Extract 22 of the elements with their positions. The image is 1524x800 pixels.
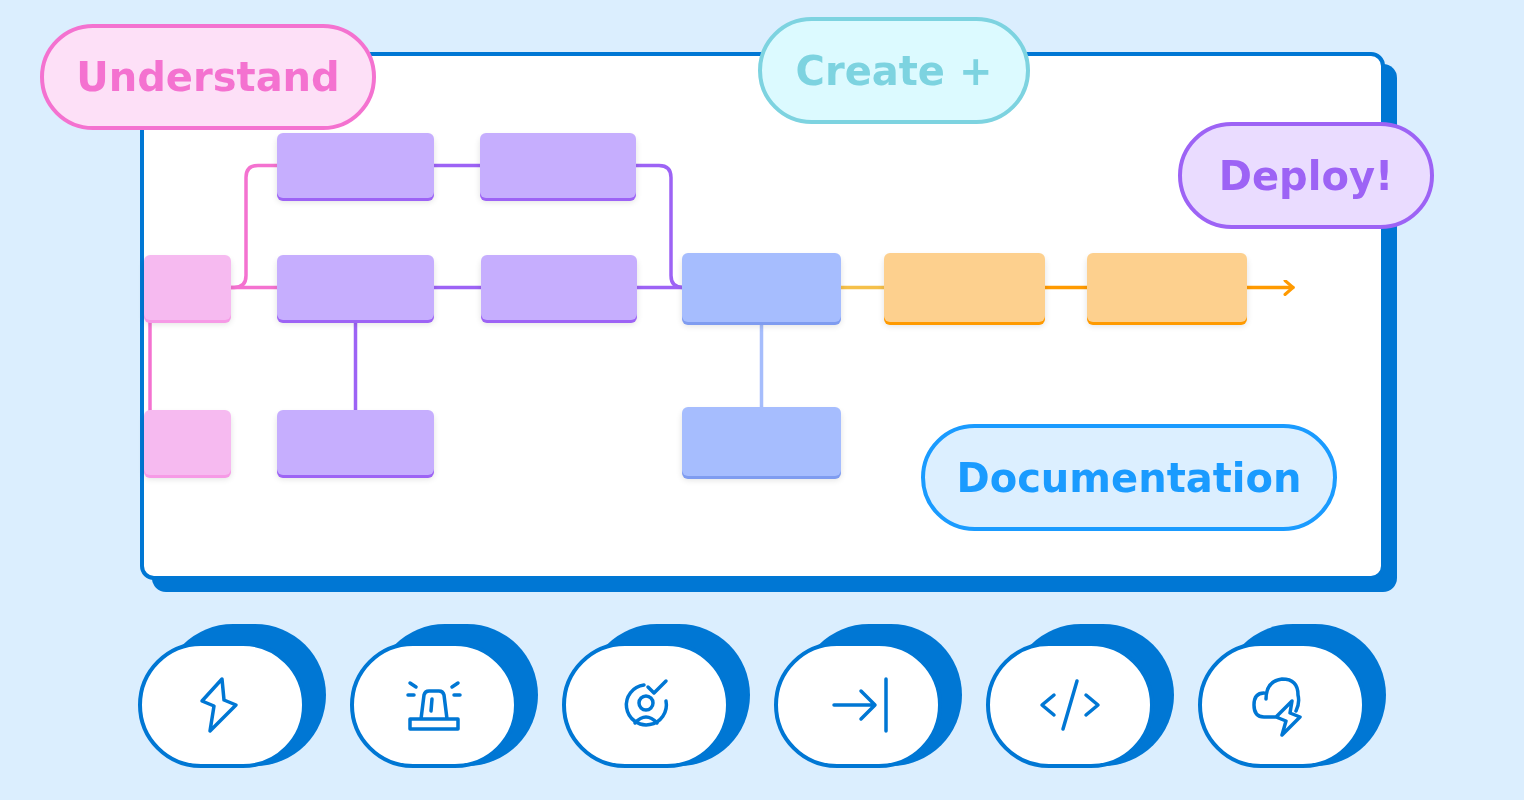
process-box bbox=[480, 133, 636, 198]
connector-line bbox=[432, 285, 483, 290]
process-box bbox=[277, 410, 434, 475]
process-box bbox=[144, 255, 231, 320]
tag-pill: Documentation bbox=[921, 424, 1337, 531]
process-box bbox=[277, 255, 434, 320]
process-box bbox=[144, 410, 231, 475]
process-box bbox=[1087, 253, 1247, 322]
connector-line bbox=[1043, 285, 1089, 290]
connector-line bbox=[229, 285, 279, 290]
tag-pill: Deploy! bbox=[1178, 122, 1434, 229]
process-box bbox=[884, 253, 1045, 322]
arrow bbox=[1245, 279, 1295, 296]
process-box bbox=[682, 407, 841, 476]
connector-line bbox=[432, 163, 482, 168]
process-box bbox=[481, 255, 637, 320]
tag-pill: Understand bbox=[40, 24, 376, 130]
connector-line bbox=[635, 285, 684, 290]
process-box bbox=[682, 253, 841, 322]
process-box bbox=[277, 133, 434, 198]
tag-pill: Create + bbox=[758, 17, 1030, 124]
connector-line bbox=[839, 285, 886, 290]
